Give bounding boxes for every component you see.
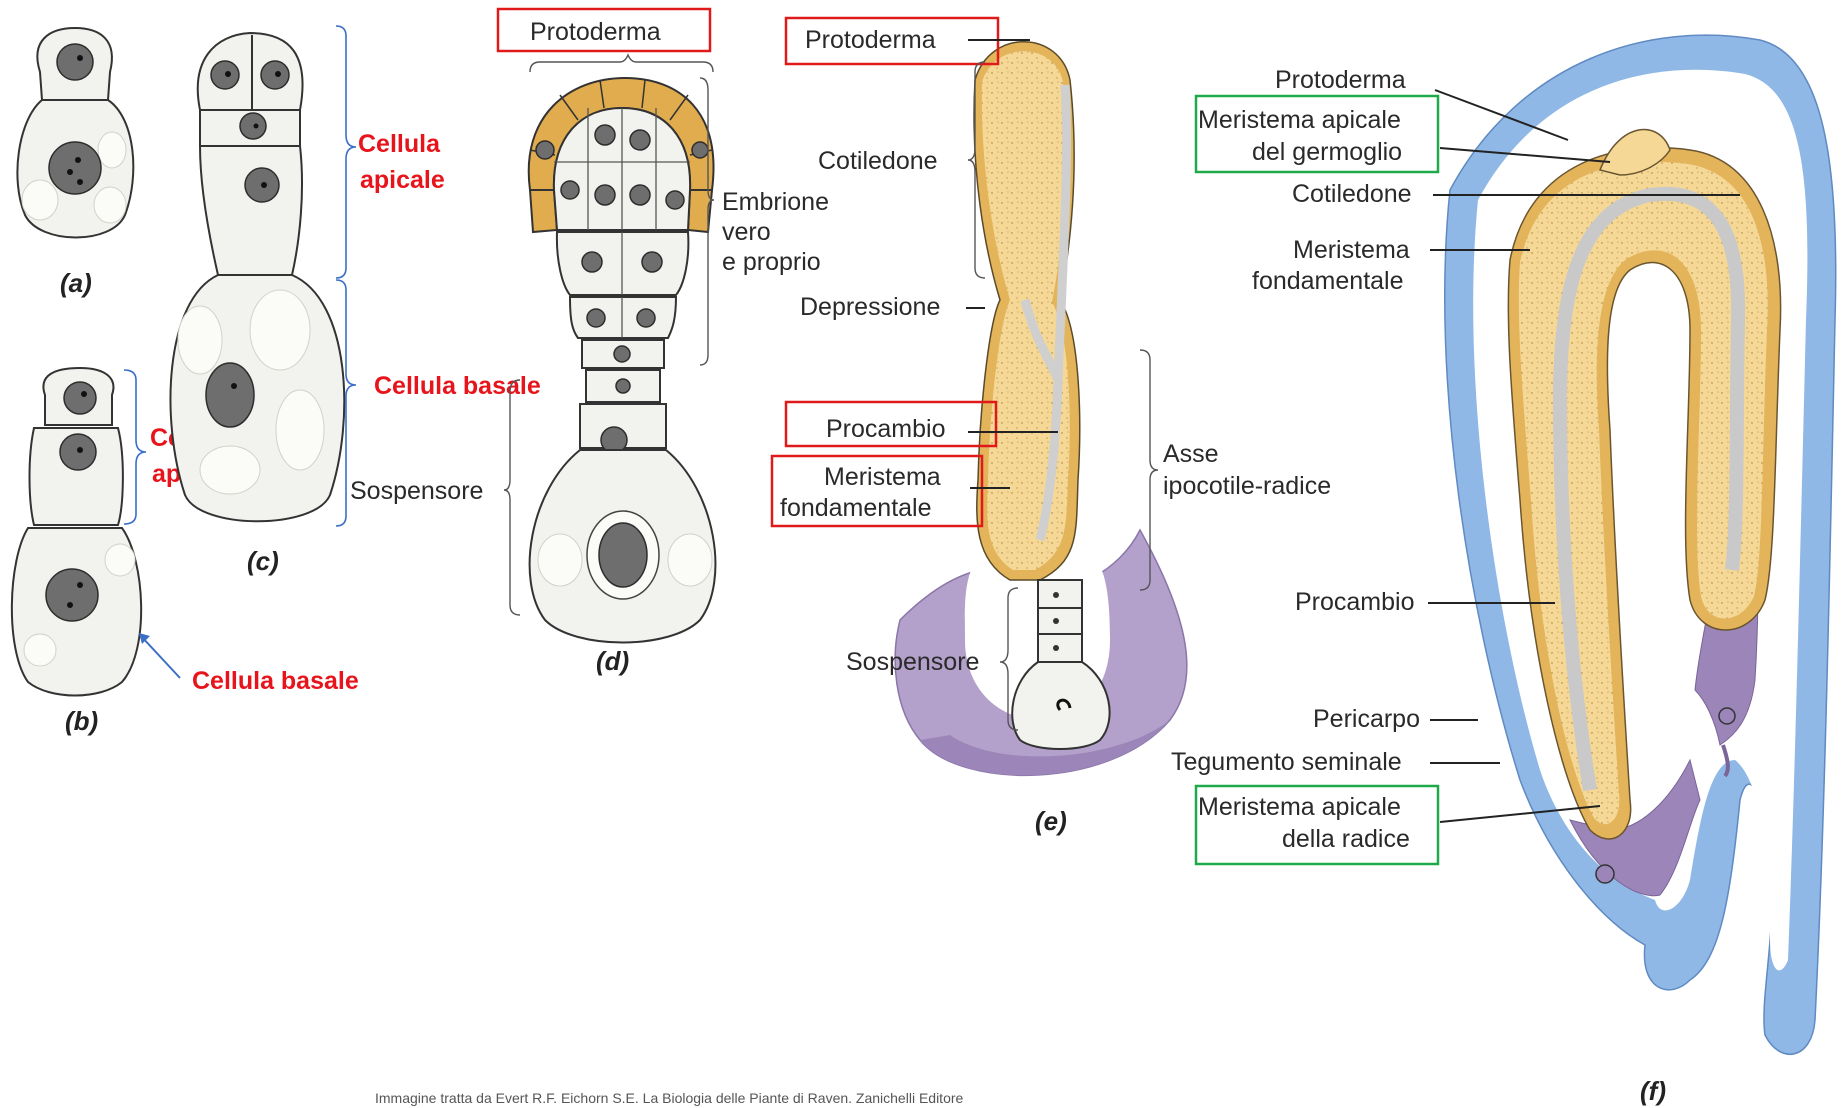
panel-label-d: (d) (596, 646, 629, 676)
panel-c-proembryo: (c) (170, 33, 344, 576)
basal-arrow-b (140, 635, 180, 678)
basal-cell-label-c: Cellula basale (374, 372, 541, 400)
shoot-apical-meristem-label-1: Meristema apicale (1198, 106, 1401, 134)
panel-label-c: (c) (247, 546, 279, 576)
apical-bracket-c (336, 26, 356, 278)
panel-b-three-cell-embryo: (b) (12, 368, 141, 736)
panel-label-e: (e) (1035, 806, 1067, 836)
axis-label-e-2: ipocotile-radice (1163, 472, 1331, 500)
seed-coat-label-f: Tegumento seminale (1171, 748, 1402, 776)
apical-bracket-b (124, 370, 146, 524)
panel-label-a: (a) (60, 268, 92, 298)
embryo-proper-label-1: Embrione (722, 188, 829, 216)
embryo-proper-label-3: e proprio (722, 248, 821, 276)
cotyledon-label-f: Cotiledone (1292, 180, 1412, 208)
suspensor-label-c: Sospensore (350, 477, 483, 505)
suspensor-bracket-d (504, 380, 520, 615)
apical-cell-label-c-2: apicale (360, 166, 445, 194)
suspensor-label-e: Sospensore (846, 648, 979, 676)
depression-label-e: Depressione (800, 293, 940, 321)
panel-d-globular-embryo: (d) (529, 78, 716, 676)
ground-meristem-label-e-2: fondamentale (780, 494, 932, 522)
ground-meristem-label-f-2: fondamentale (1252, 267, 1404, 295)
panel-a-two-cell-embryo: (a) (17, 28, 133, 298)
panel-label-f: (f) (1640, 1076, 1666, 1106)
ground-meristem-label-e-1: Meristema (824, 463, 941, 491)
ground-meristem-label-f-1: Meristema (1293, 236, 1410, 264)
procambium-label-f: Procambio (1295, 588, 1415, 616)
root-apical-meristem-label-2: della radice (1282, 825, 1410, 853)
apical-nucleus (57, 44, 93, 80)
shoot-apical-meristem-label-2: del germoglio (1252, 138, 1402, 166)
panel-label-b: (b) (65, 706, 98, 736)
root-apical-meristem-label-1: Meristema apicale (1198, 793, 1401, 821)
embryo-proper-label-2: vero (722, 218, 771, 246)
pericarp-label-f: Pericarpo (1313, 705, 1420, 733)
basal-nucleus (49, 142, 101, 194)
basal-cell-label-b: Cellula basale (192, 667, 359, 695)
protoderm-label-f: Protoderma (1275, 66, 1406, 94)
protoderm-label-e: Protoderma (805, 26, 936, 54)
apical-cell-label-c-1: Cellula (358, 130, 441, 158)
axis-label-e-1: Asse (1163, 440, 1219, 468)
procambium-label-e: Procambio (826, 415, 946, 443)
protoderm-bracket-d (530, 55, 713, 72)
image-credit: Immagine tratta da Evert R.F. Eichorn S.… (375, 1090, 964, 1106)
protoderm-label-d: Protoderma (530, 18, 661, 46)
cotyledon-label-e: Cotiledone (818, 147, 938, 175)
